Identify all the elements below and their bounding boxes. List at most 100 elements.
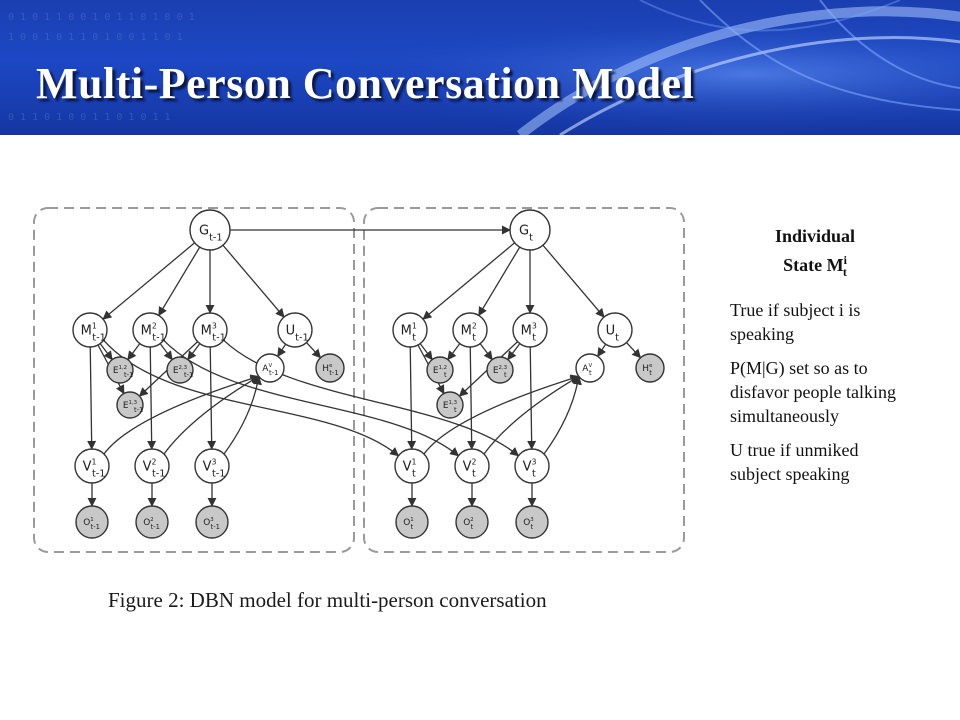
sidebar-notes: Individual State Mit True if subject i i… (730, 224, 900, 496)
dependency-edge (478, 246, 521, 317)
dependency-edge (102, 242, 196, 320)
dependency-edge (159, 343, 173, 361)
sidebar-note: U true if unmiked subject speaking (730, 439, 859, 484)
node-label: Ut-1 (286, 324, 309, 344)
svg-text:1 0 0 1 0 1 1 0 1 0 0 1 1 0 1: 1 0 0 1 0 1 1 0 1 0 0 1 1 0 1 (8, 32, 183, 43)
node-u: Ut-1 (277, 312, 313, 348)
dependency-edge (277, 343, 287, 358)
dependency-edge (597, 343, 607, 358)
dependency-edge (542, 244, 605, 318)
sidebar-note: True if subject i is speaking (730, 299, 861, 344)
dependency-edge (447, 343, 461, 361)
dependency-edge (158, 246, 201, 317)
dependency-edge (422, 242, 516, 320)
dependency-edge (87, 346, 97, 450)
banner-decoration: 0 1 0 1 1 0 0 1 0 1 1 0 1 0 0 1 1 0 0 1 … (0, 0, 960, 135)
dependency-edge (127, 343, 141, 361)
audio-visual-edge (423, 374, 580, 455)
sidebar-heading-sup: i (843, 253, 847, 267)
dependency-edge (147, 346, 157, 450)
node-u: Ut (597, 312, 633, 348)
sidebar-heading: Individual State Mit (730, 224, 900, 284)
time-slice-box-2 (363, 207, 685, 553)
figure-caption: Figure 2: DBN model for multi-person con… (108, 588, 547, 612)
dependency-edge (187, 343, 201, 361)
sidebar-heading-line2: State M (783, 255, 844, 275)
dependency-edge (626, 342, 642, 359)
node-g: Gt (509, 209, 551, 251)
audio-visual-edge (483, 375, 580, 455)
temporal-edge-v (223, 339, 520, 457)
dependency-edge (99, 343, 113, 361)
audio-visual-edge (543, 375, 582, 455)
dependency-edge (419, 343, 433, 361)
sidebar-note: P(M|G) set so as to disfavor people talk… (730, 357, 896, 426)
node-g: Gt-1 (189, 209, 231, 251)
dependency-edge (479, 343, 493, 361)
dependency-edge (306, 342, 322, 359)
audio-visual-edge (223, 375, 262, 455)
audio-visual-edge (103, 374, 260, 455)
dependency-edge (467, 346, 477, 450)
svg-text:0 1 0 1 1 0 0 1 0 1 1 0 1 0 0: 0 1 0 1 1 0 0 1 0 1 1 0 1 0 0 1 (8, 12, 195, 23)
dependency-edge (407, 346, 417, 450)
time-slice-box-1 (33, 207, 355, 553)
svg-text:0 1 1 0 1 0 0 1 1 0 1 0 1 1: 0 1 1 0 1 0 0 1 1 0 1 0 1 1 (8, 112, 171, 123)
sidebar-heading-sub: t (842, 264, 847, 279)
node-label: Gt-1 (199, 224, 223, 244)
temporal-edge-v (163, 339, 460, 457)
node-label: Gt (519, 224, 533, 244)
temporal-edge-v (103, 339, 400, 457)
node-label: Ut (606, 324, 620, 344)
